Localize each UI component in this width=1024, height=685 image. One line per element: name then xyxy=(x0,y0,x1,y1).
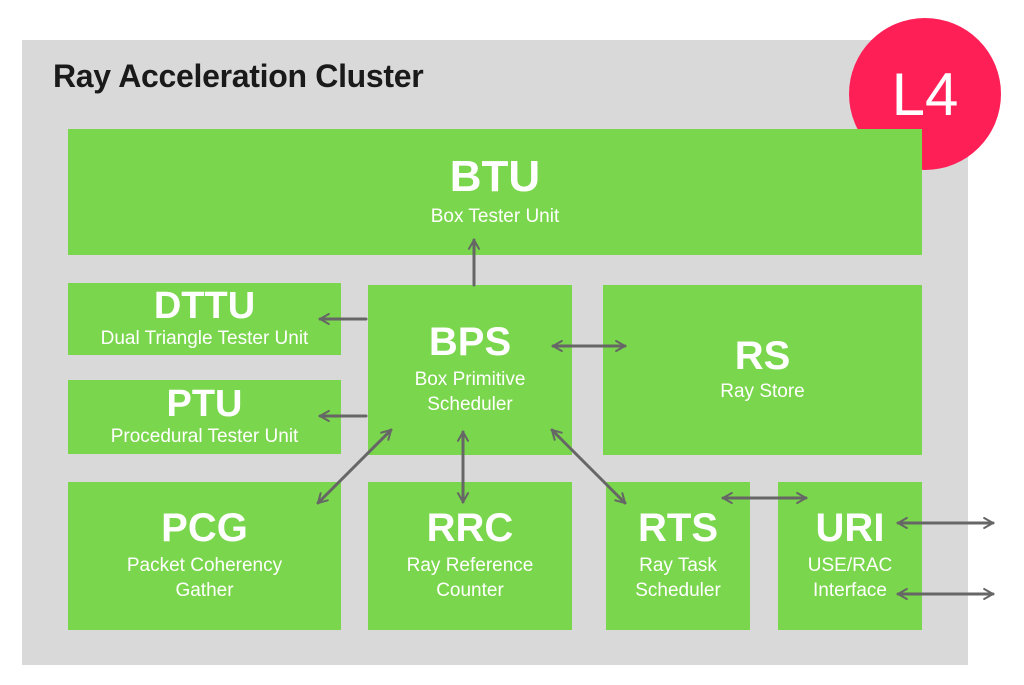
rs-abbr: RS xyxy=(734,333,791,378)
ptu-block: PTU Procedural Tester Unit xyxy=(68,380,341,454)
rrc-full-name: Ray Reference Counter xyxy=(406,555,534,601)
btu-block: BTU Box Tester Unit xyxy=(68,129,922,255)
pcg-abbr: PCG xyxy=(161,506,248,551)
uri-block: URI USE/RAC Interface xyxy=(778,482,922,630)
rs-full-name: Ray Store xyxy=(720,380,805,402)
dttu-full-name: Dual Triangle Tester Unit xyxy=(100,327,309,349)
uri-abbr: URI xyxy=(815,506,885,551)
rts-full-name: Ray Task Scheduler xyxy=(635,555,721,601)
ptu-abbr: PTU xyxy=(166,382,243,425)
uri-full-name: USE/RAC Interface xyxy=(807,555,893,601)
cluster-title: Ray Acceleration Cluster xyxy=(53,58,424,94)
dttu-abbr: DTTU xyxy=(153,284,256,327)
bps-block: BPS Box Primitive Scheduler xyxy=(368,285,572,455)
pcg-block: PCG Packet Coherency Gather xyxy=(68,482,341,630)
pcg-full-name: Packet Coherency Gather xyxy=(126,555,283,601)
rts-block: RTS Ray Task Scheduler xyxy=(606,482,750,630)
btu-full-name: Box Tester Unit xyxy=(430,205,560,227)
rrc-block: RRC Ray Reference Counter xyxy=(368,482,572,630)
bps-abbr: BPS xyxy=(428,320,512,365)
ptu-full-name: Procedural Tester Unit xyxy=(110,425,299,447)
btu-abbr: BTU xyxy=(449,151,541,201)
arrow-bps-rts xyxy=(550,428,627,505)
rts-abbr: RTS xyxy=(638,506,718,551)
rrc-abbr: RRC xyxy=(426,506,514,551)
level-badge-label: L4 xyxy=(891,60,959,128)
bps-full-name: Box Primitive Scheduler xyxy=(414,369,526,415)
rs-block: RS Ray Store xyxy=(603,285,922,455)
dttu-block: DTTU Dual Triangle Tester Unit xyxy=(68,283,341,355)
arrow-bps-pcg xyxy=(316,428,393,505)
